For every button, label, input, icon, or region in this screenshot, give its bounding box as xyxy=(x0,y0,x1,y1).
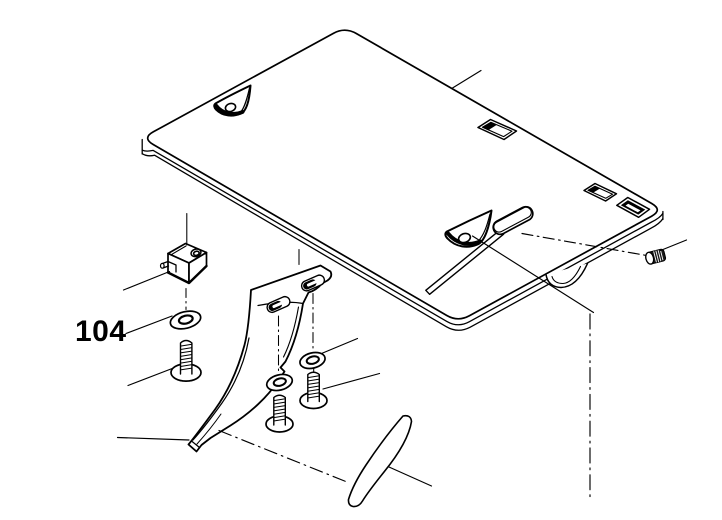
axis-lines xyxy=(185,212,315,375)
thread-hatching xyxy=(308,375,320,399)
leader-screw-right xyxy=(322,372,381,390)
support-bracket xyxy=(187,264,333,453)
thread-hatching xyxy=(274,398,286,422)
leader-bracket xyxy=(116,436,190,441)
leader-lines xyxy=(116,69,688,502)
washer-left xyxy=(265,373,294,392)
callout-104-label: 104 xyxy=(75,315,127,348)
table-slot-right-1 xyxy=(583,182,618,202)
corner-hook-rear xyxy=(213,84,252,117)
leader-trim-strip xyxy=(388,466,433,487)
latch-keeper-tab xyxy=(545,262,589,289)
washer-104 xyxy=(169,310,202,330)
screw-left xyxy=(265,394,294,433)
edge-trim-strip xyxy=(347,414,413,508)
latch-hook-front xyxy=(444,209,493,248)
table-plate xyxy=(141,29,664,331)
bracket-slot-2 xyxy=(300,274,326,292)
centerline-latch-setscrew xyxy=(521,232,648,257)
latch-keeper-inner-line xyxy=(551,265,582,285)
leader-table xyxy=(451,69,482,89)
hinge-clip-block xyxy=(159,242,208,285)
latch-pin xyxy=(492,205,534,236)
washer-right xyxy=(299,351,326,370)
bracket-slot-1 xyxy=(266,295,291,314)
table-top-surface xyxy=(146,29,659,320)
table-slot-right-2 xyxy=(616,196,651,219)
leader-clip-block xyxy=(122,270,171,291)
centerline-bracket-strip xyxy=(218,429,351,484)
hook-hole xyxy=(224,102,237,113)
hook-hole xyxy=(457,232,472,244)
screw-right xyxy=(299,371,328,410)
table-slot-left xyxy=(477,118,518,141)
thread-hatching xyxy=(180,343,192,371)
leader-set-screw xyxy=(659,239,688,252)
leader-washer-104 xyxy=(125,315,173,335)
table-edge-line-lower xyxy=(141,153,664,331)
leader-latch-hook xyxy=(471,235,595,314)
leader-washer-right xyxy=(320,337,359,355)
screw-104 xyxy=(170,339,202,382)
leader-screw-104 xyxy=(127,367,175,387)
set-screw xyxy=(645,248,667,265)
table-edge-line-upper xyxy=(141,149,664,326)
